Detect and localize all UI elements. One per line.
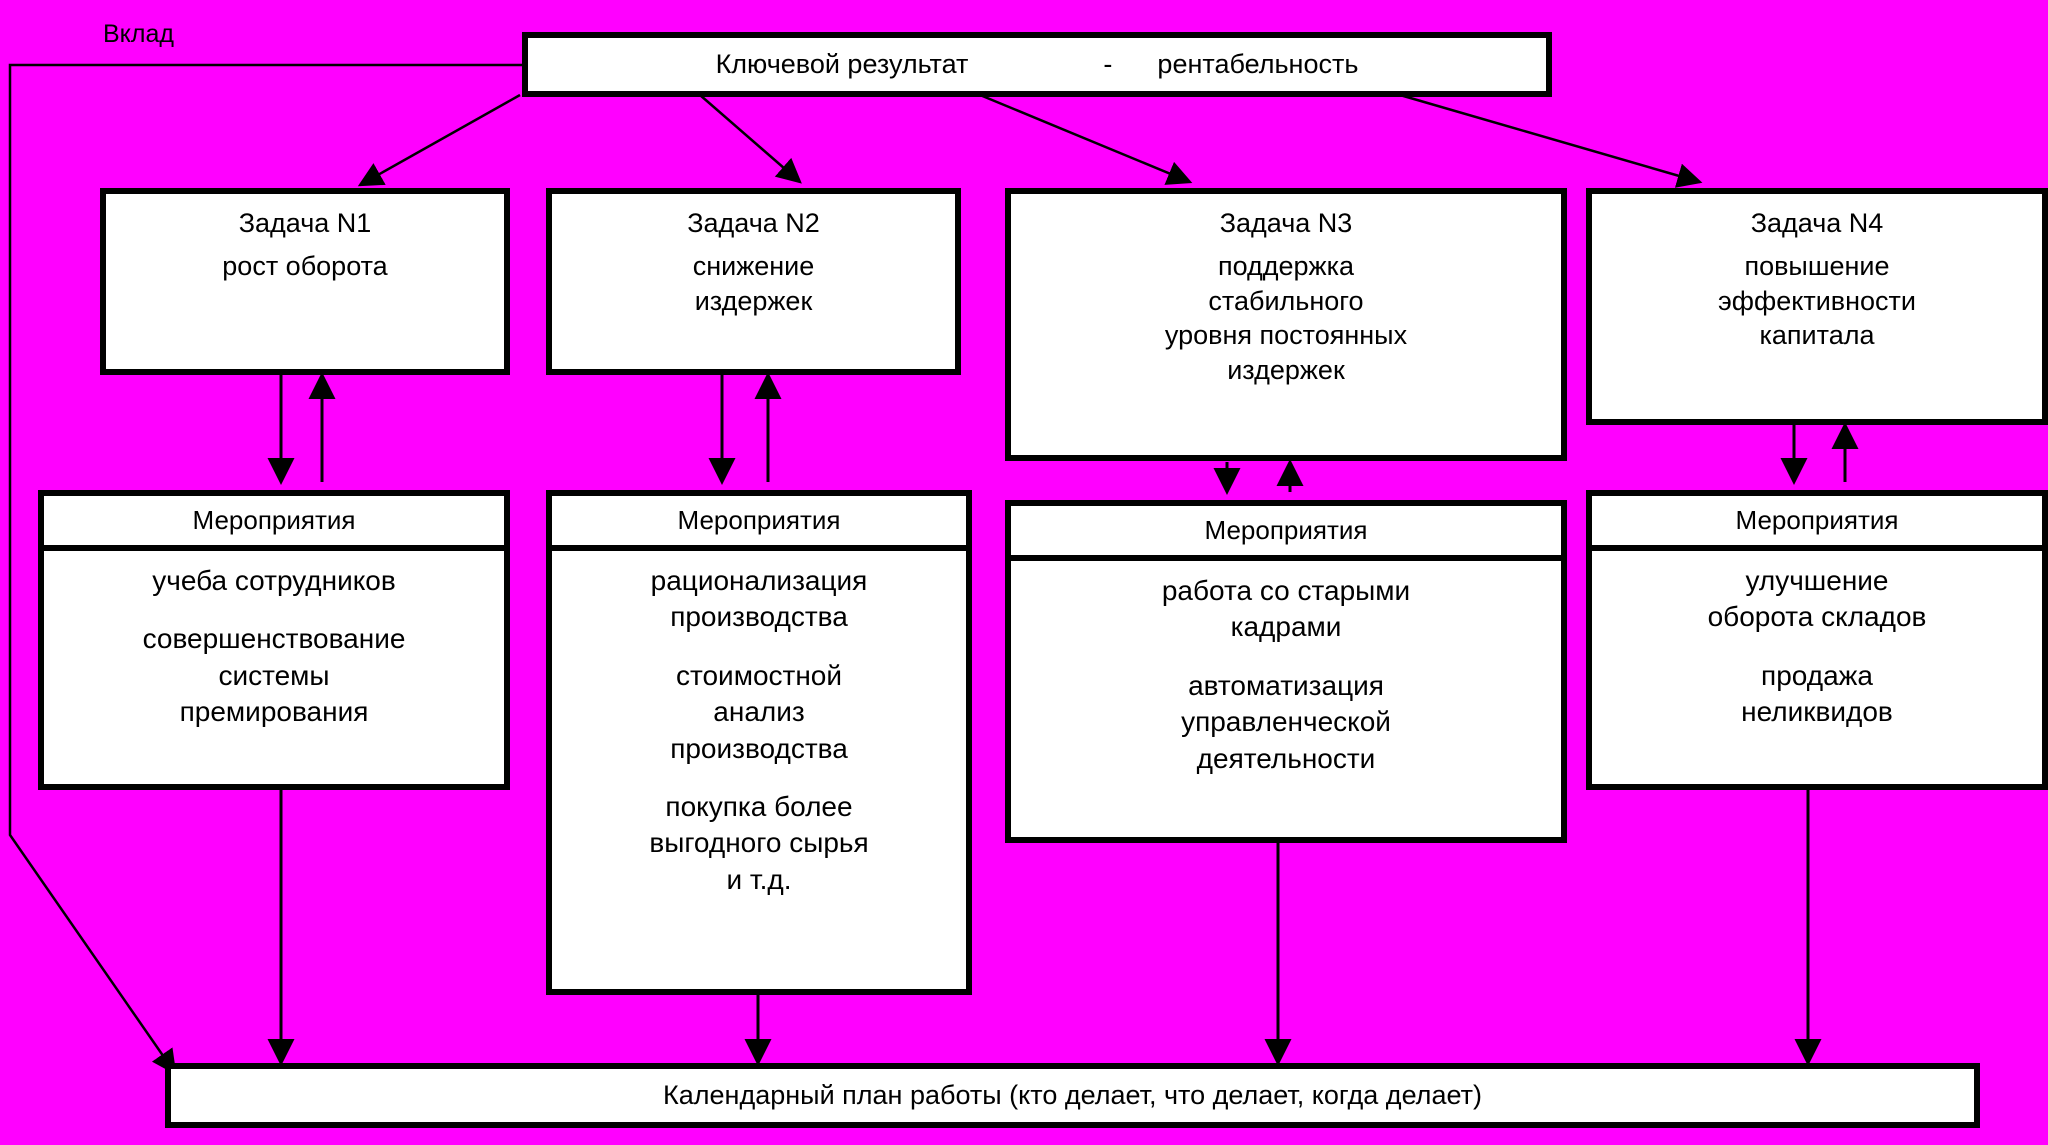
task-body-line: издержек bbox=[1227, 354, 1345, 385]
task-body-line: капитала bbox=[1759, 320, 1875, 351]
measures-header-4: Мероприятия bbox=[1592, 496, 2042, 551]
task-body-line: поддержка bbox=[1217, 251, 1355, 281]
task-body-line: повышение bbox=[1744, 251, 1890, 281]
task-body-line: снижение bbox=[692, 251, 815, 281]
calendar-plan-box[interactable]: Календарный план работы (кто делает, что… bbox=[165, 1063, 1980, 1128]
measures-box-1[interactable]: Мероприятия учеба сотрудников совершенст… bbox=[38, 490, 510, 790]
measure-line: управленческой bbox=[1181, 706, 1391, 738]
measure-group: покупка более выгодного сырья и т.д. bbox=[552, 789, 966, 898]
measure-group: совершенствование системы премирования bbox=[44, 621, 504, 730]
key-result-box[interactable]: Ключевой результат - рентабельность bbox=[522, 32, 1552, 97]
task-box-1[interactable]: Задача N1 рост оборота bbox=[100, 188, 510, 375]
measure-line: производства bbox=[670, 601, 848, 633]
measure-group: улучшение оборота складов bbox=[1592, 563, 2042, 636]
measure-line: оборота складов bbox=[1707, 601, 1927, 633]
measure-group: учеба сотрудников bbox=[44, 563, 504, 599]
contribution-label: Вклад bbox=[103, 20, 174, 48]
measure-line: учеба сотрудников bbox=[152, 565, 396, 596]
calendar-plan-text: Календарный план работы (кто делает, что… bbox=[663, 1080, 1482, 1110]
task-title-1: Задача N1 bbox=[238, 208, 372, 238]
task-box-3[interactable]: Задача N3 поддержка стабильного уровня п… bbox=[1005, 188, 1567, 461]
measure-line: рационализация bbox=[650, 565, 868, 596]
measure-line: продажа bbox=[1761, 659, 1873, 691]
measures-body-1: учеба сотрудников совершенствование сист… bbox=[44, 551, 504, 731]
task-body-1: рост оборота bbox=[106, 249, 504, 284]
measure-group: работа со старыми кадрами bbox=[1011, 573, 1561, 646]
measures-box-2[interactable]: Мероприятия рационализация производства … bbox=[546, 490, 972, 995]
task-title-3: Задача N3 bbox=[1219, 208, 1353, 238]
measures-header-3: Мероприятия bbox=[1011, 506, 1561, 561]
measure-group: продажа неликвидов bbox=[1592, 658, 2042, 731]
task-body-4: повышение эффективности капитала bbox=[1592, 249, 2042, 353]
measures-header-1: Мероприятия bbox=[44, 496, 504, 551]
task-body-line: издержек bbox=[694, 285, 813, 316]
task3-measures3-links bbox=[1213, 459, 1304, 495]
task1-measures1-links bbox=[267, 372, 336, 485]
task-body-line: стабильного bbox=[1208, 285, 1364, 316]
measures-body-2: рационализация производства стоимостной … bbox=[552, 551, 966, 898]
task-box-2[interactable]: Задача N2 снижение издержек bbox=[546, 188, 961, 375]
measure-group: рационализация производства bbox=[552, 563, 966, 636]
measure-line: автоматизация bbox=[1188, 669, 1384, 701]
task4-measures4-links bbox=[1780, 422, 1859, 485]
measures-box-4[interactable]: Мероприятия улучшение оборота складов пр… bbox=[1586, 490, 2048, 790]
key-result-text: Ключевой результат - рентабельность bbox=[715, 49, 1359, 79]
task-body-line: эффективности bbox=[1717, 285, 1916, 316]
measure-line: работа со старыми bbox=[1161, 575, 1411, 606]
measure-line: системы bbox=[218, 659, 330, 691]
task-body-3: поддержка стабильного уровня постоянных … bbox=[1011, 249, 1561, 387]
measure-line: и т.д. bbox=[726, 863, 792, 895]
measures-body-3: работа со старыми кадрами автоматизация … bbox=[1011, 561, 1561, 777]
measure-line: выгодного сырья bbox=[649, 827, 869, 859]
task-body-line: уровня постоянных bbox=[1164, 320, 1408, 351]
measure-group: автоматизация управленческой деятельност… bbox=[1011, 668, 1561, 777]
measure-line: кадрами bbox=[1230, 611, 1342, 643]
task-title-4: Задача N4 bbox=[1750, 208, 1884, 238]
measure-line: анализ bbox=[713, 696, 805, 728]
measure-line: неликвидов bbox=[1741, 696, 1893, 728]
measure-line: премирования bbox=[179, 696, 369, 728]
measure-line: улучшение bbox=[1745, 565, 1889, 596]
measure-line: покупка более bbox=[665, 790, 853, 822]
task-title-2: Задача N2 bbox=[687, 208, 820, 238]
measure-group: стоимостной анализ производства bbox=[552, 658, 966, 767]
measure-line: стоимостной bbox=[675, 659, 843, 691]
task-box-4[interactable]: Задача N4 повышение эффективности капита… bbox=[1586, 188, 2048, 425]
task-body-line: рост оборота bbox=[222, 251, 388, 281]
measures-header-2: Мероприятия bbox=[552, 496, 966, 551]
task-body-2: снижение издержек bbox=[552, 249, 955, 318]
task2-measures2-links bbox=[708, 372, 782, 485]
key-result-to-tasks bbox=[357, 93, 1703, 188]
measures-body-4: улучшение оборота складов продажа неликв… bbox=[1592, 551, 2042, 731]
measure-line: совершенствование bbox=[142, 623, 406, 655]
measures-box-3[interactable]: Мероприятия работа со старыми кадрами ав… bbox=[1005, 500, 1567, 843]
measure-line: деятельности bbox=[1196, 742, 1376, 774]
measure-line: производства bbox=[670, 732, 848, 764]
